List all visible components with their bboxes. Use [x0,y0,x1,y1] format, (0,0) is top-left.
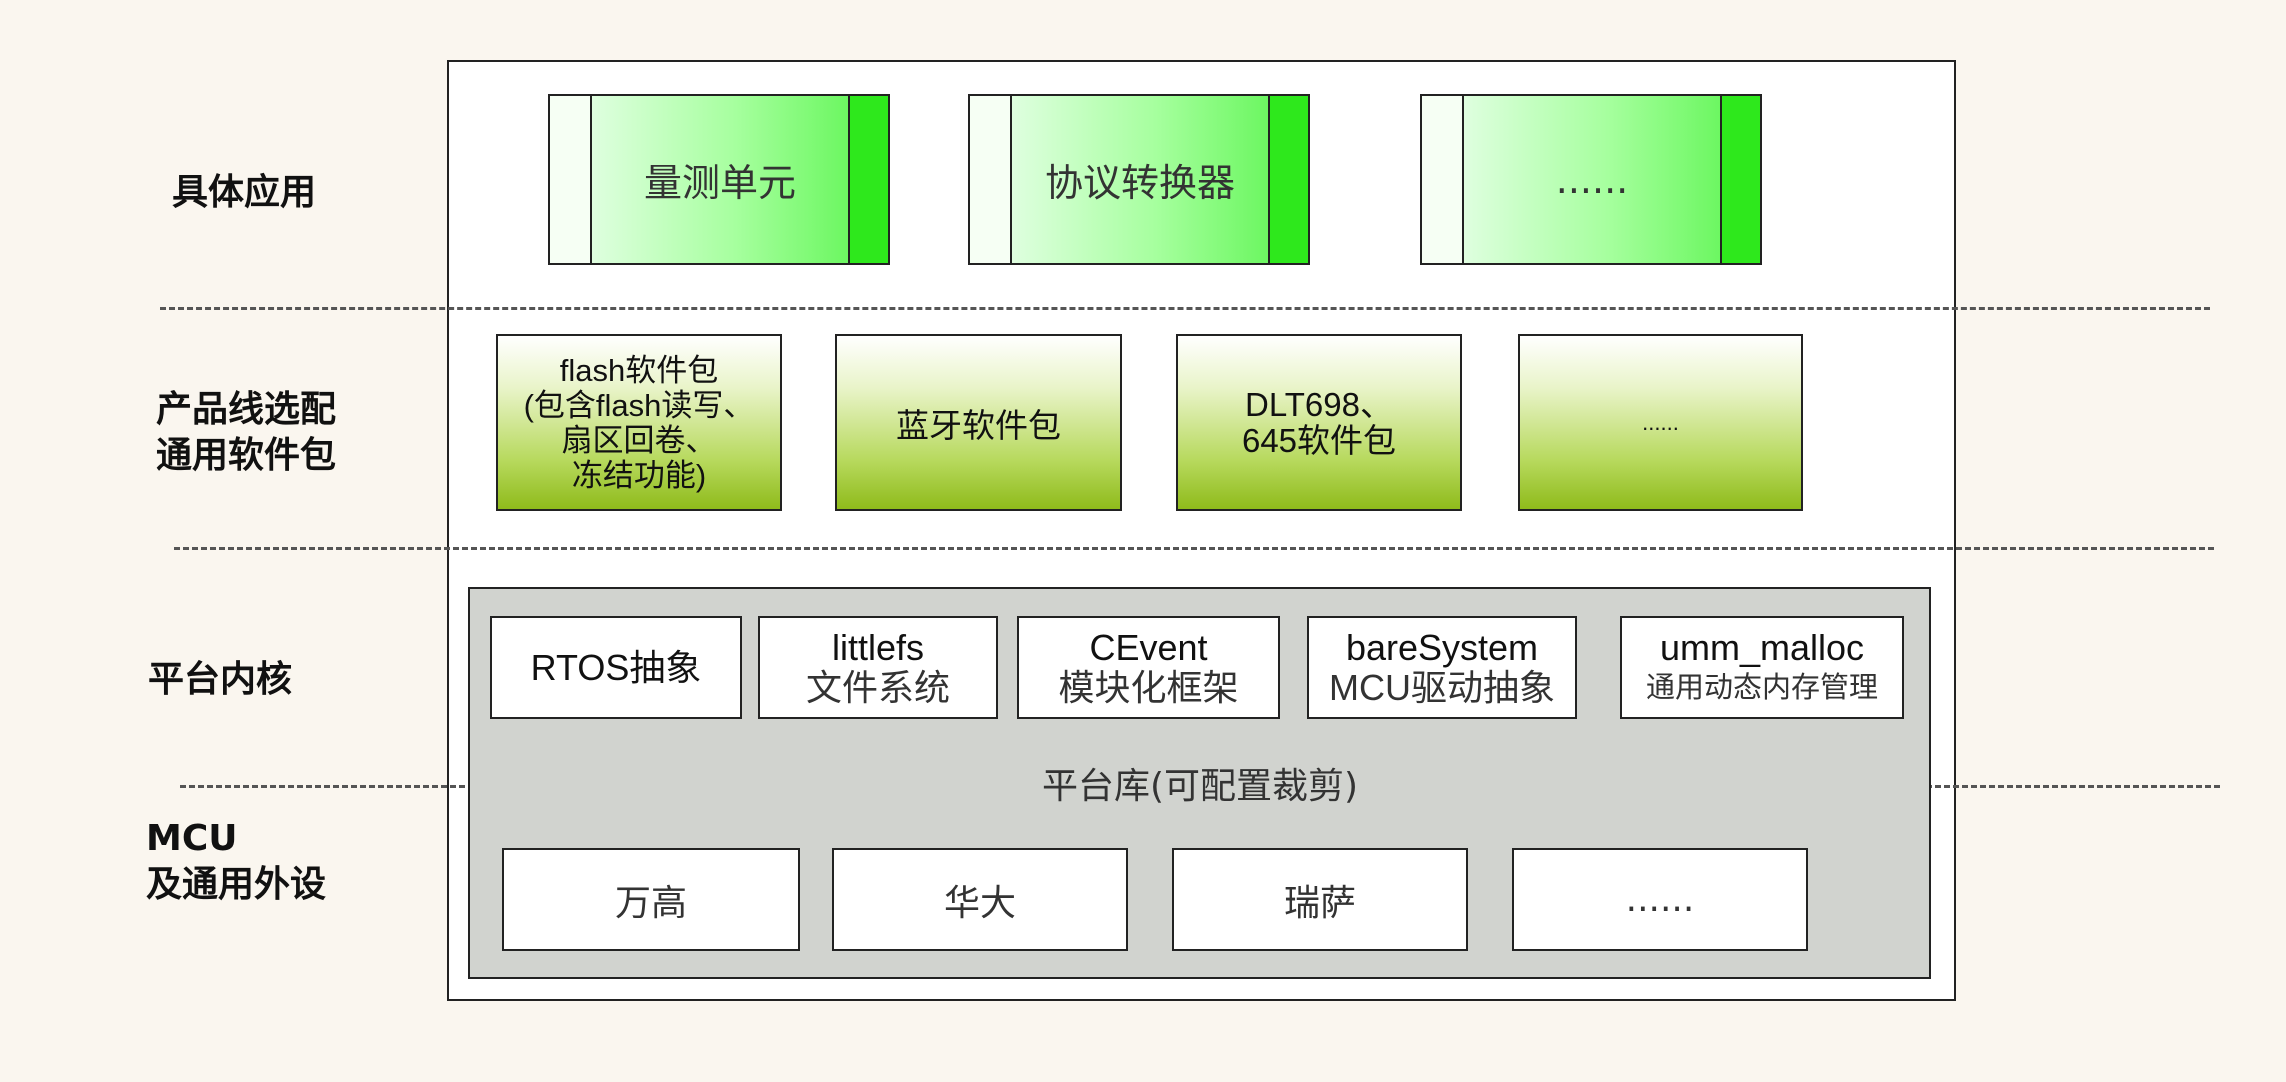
platform-library-label: 平台库(可配置裁剪) [980,755,1420,811]
layer-label-application: 具体应用 [172,172,317,213]
core-module-rtos: RTOS抽象 [490,616,742,719]
app-box-left-strip [970,96,1012,263]
package-flash-line4: 冻结功能) [571,457,707,493]
package-box-dlt698: DLT698、 645软件包 [1176,334,1462,511]
app-label: ...... [1555,157,1629,202]
core-module-umm-malloc: umm_malloc 通用动态内存管理 [1620,616,1904,719]
core-module-title: umm_malloc [1659,626,1865,668]
package-dlt698-line1: DLT698、 [1245,385,1393,423]
layer-label-packages: 产品线选配 通用软件包 [156,387,336,479]
mcu-vendor-wangao: 万高 [502,848,800,951]
layer-label-packages-line1: 产品线选配 [156,389,337,430]
core-module-subtitle: 通用动态内存管理 [1645,671,1878,704]
app-box-metering-unit: 量测单元 [548,94,890,265]
core-module-title: littlefs [831,626,925,668]
app-box-right-strip [1720,96,1760,263]
core-module-cevent: CEvent 模块化框架 [1017,616,1280,719]
package-flash-line2: (包含flash读写、 [523,387,755,423]
app-label: 协议转换器 [1044,161,1235,205]
layer-label-mcu: MCU 及通用外设 [146,816,326,908]
layer-label-mcu-line2: 及通用外设 [146,864,327,905]
layer-label-core: 平台内核 [148,659,293,700]
app-label: 量测单元 [643,161,796,205]
package-box-more: ...... [1518,334,1803,511]
core-module-title: bareSystem [1345,626,1539,668]
app-box-left-strip [550,96,592,263]
app-box-more: ...... [1420,94,1762,265]
package-bluetooth-label: 蓝牙软件包 [896,406,1061,444]
mcu-vendor-more: ...... [1512,848,1808,951]
core-module-title: CEvent [1089,626,1208,668]
app-box-left-strip [1422,96,1464,263]
core-module-baresystem: bareSystem MCU驱动抽象 [1307,616,1577,719]
separator-packages-core [174,547,2214,550]
package-flash-line1: flash软件包 [559,352,719,388]
package-box-flash: flash软件包 (包含flash读写、 扇区回卷、 冻结功能) [496,334,782,511]
mcu-vendor-huada: 华大 [832,848,1128,951]
package-more-label: ...... [1642,409,1679,435]
app-box-right-strip [1268,96,1308,263]
package-dlt698-line2: 645软件包 [1241,421,1397,459]
package-flash-line3: 扇区回卷、 [561,422,717,458]
package-box-bluetooth: 蓝牙软件包 [835,334,1122,511]
mcu-vendor-renesas: 瑞萨 [1172,848,1468,951]
core-module-subtitle: MCU驱动抽象 [1329,666,1555,708]
app-box-right-strip [848,96,888,263]
core-module-title: RTOS抽象 [530,646,702,688]
core-module-subtitle: 文件系统 [805,666,950,708]
core-module-subtitle: 模块化框架 [1058,666,1239,708]
core-module-littlefs: littlefs 文件系统 [758,616,998,719]
layer-label-packages-line2: 通用软件包 [156,435,337,476]
separator-app-packages [160,307,2210,310]
app-box-protocol-converter: 协议转换器 [968,94,1310,265]
layer-label-mcu-line1: MCU [146,818,238,859]
